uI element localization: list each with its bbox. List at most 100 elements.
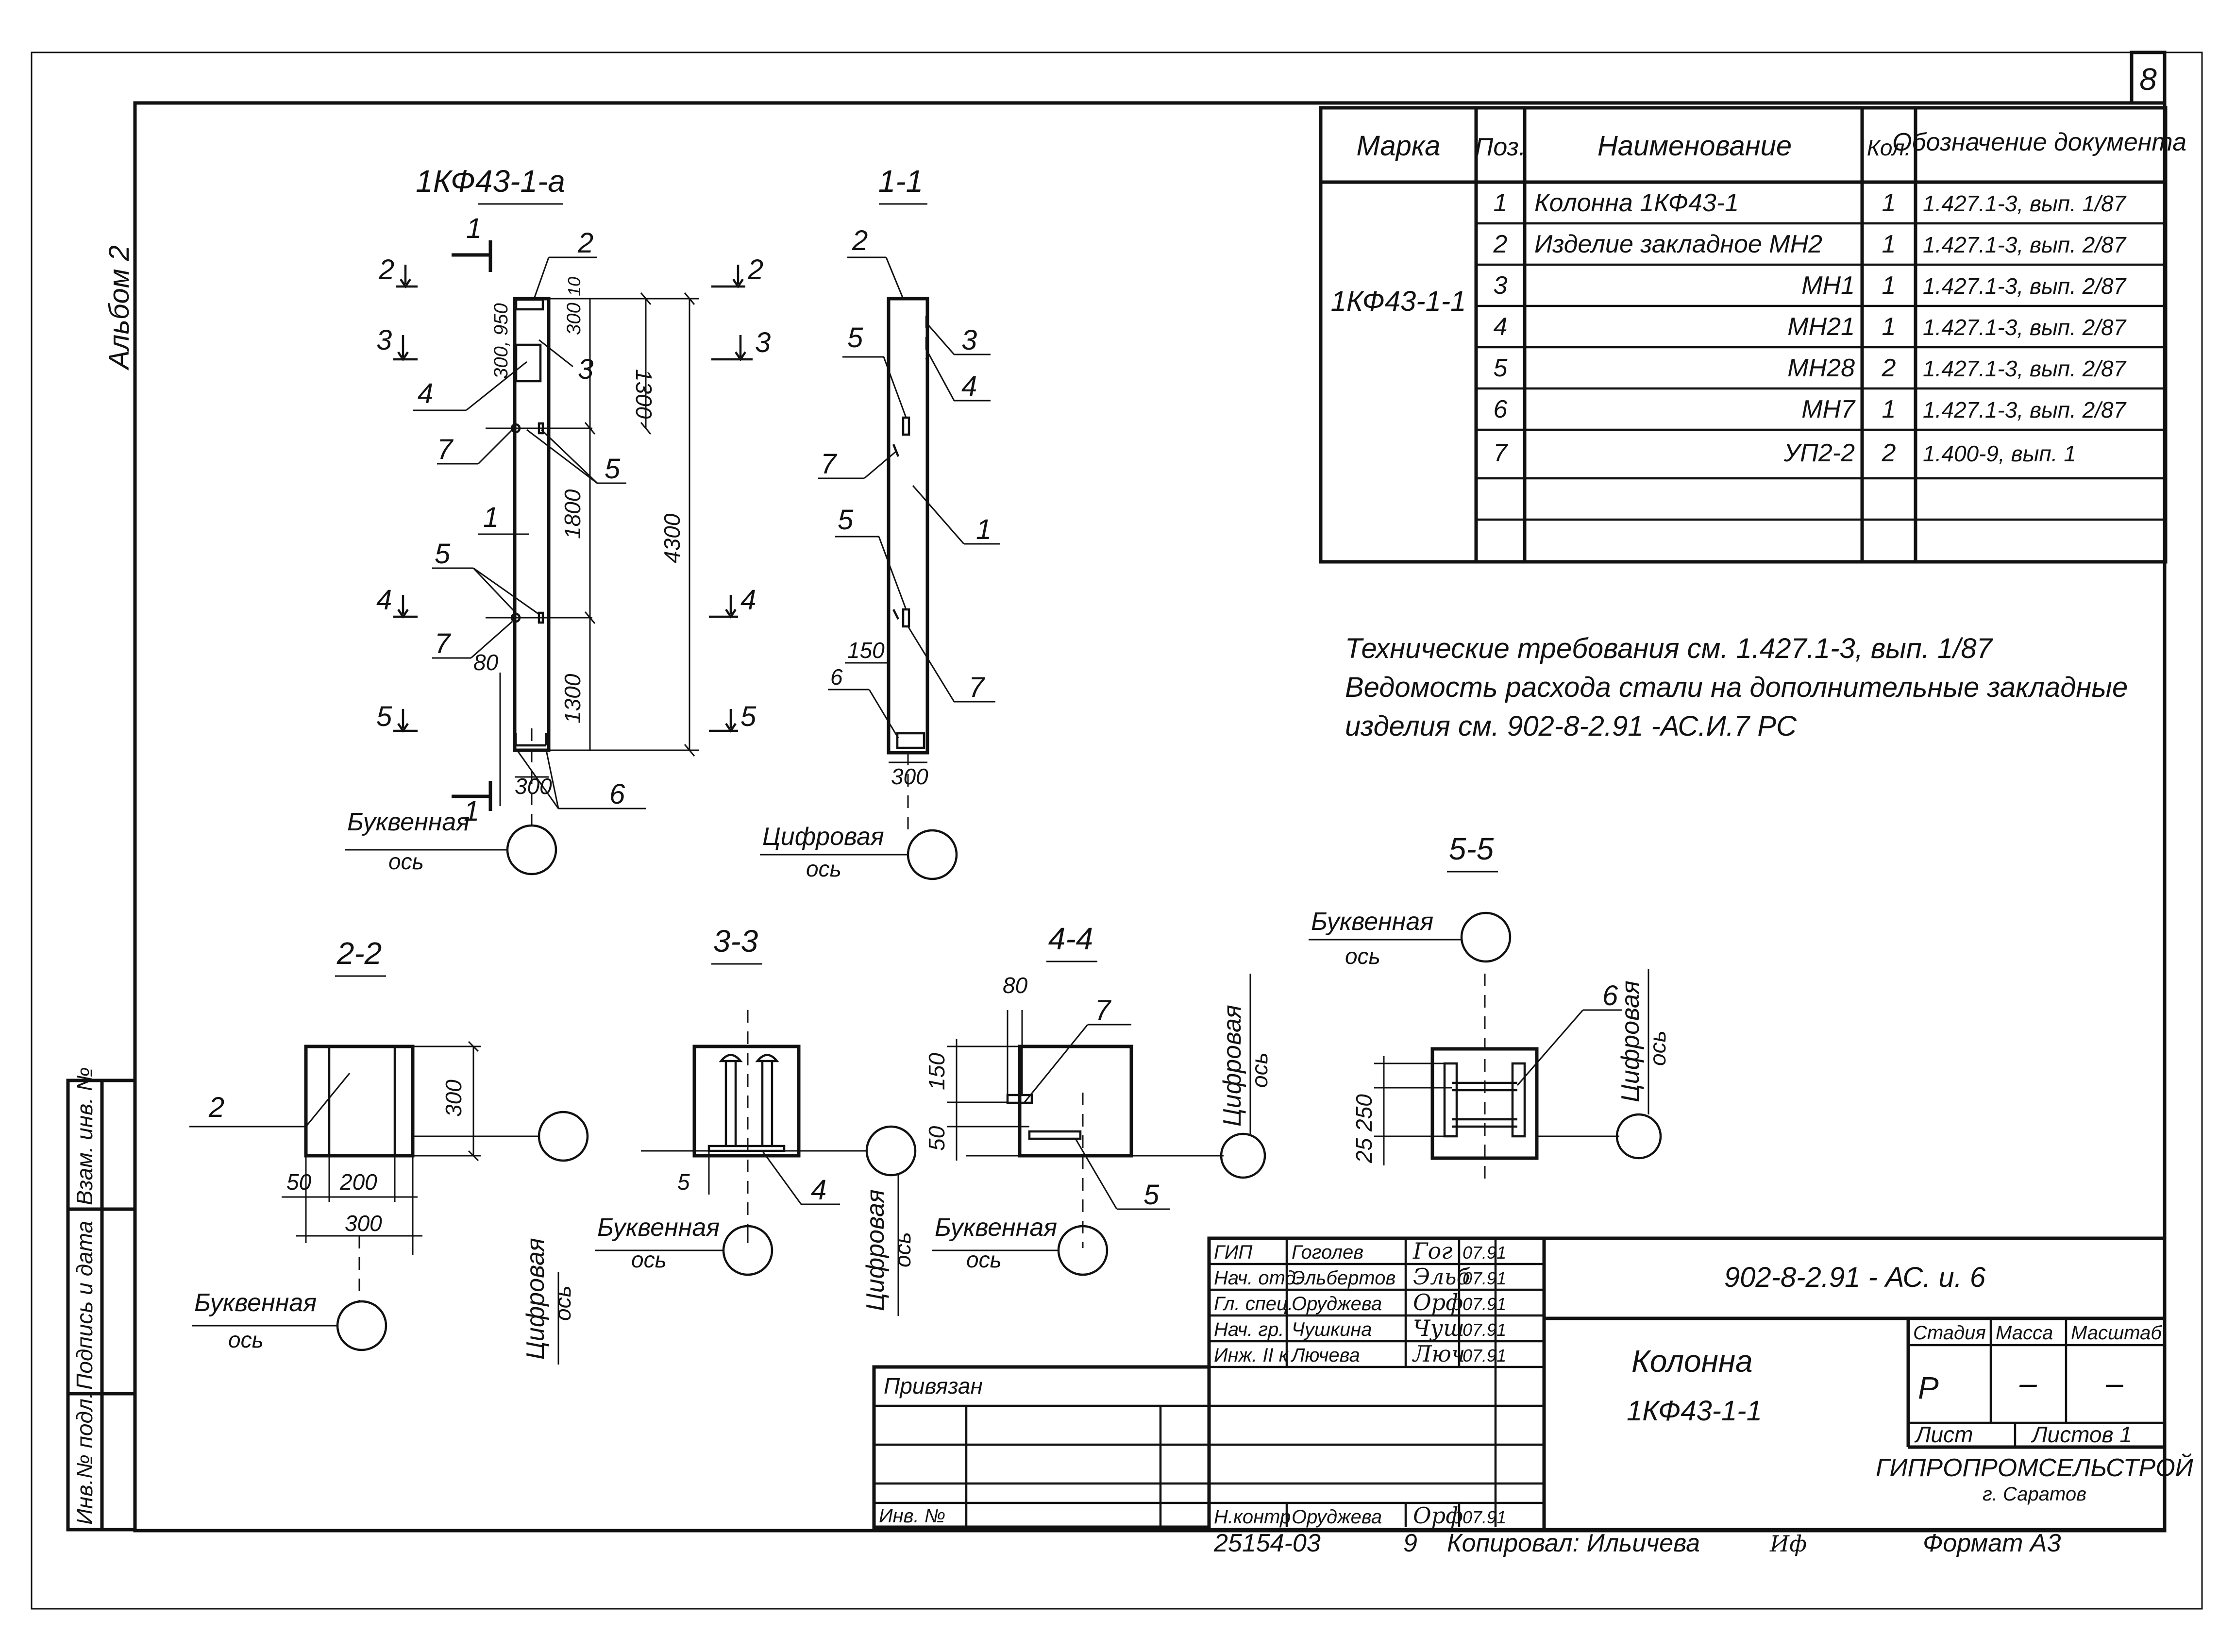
svg-text:1КФ43-1-1: 1КФ43-1-1	[1627, 1395, 1762, 1427]
footer: 25154-03 9 Копировал: Ильичева Иф Формат…	[1213, 1529, 2061, 1557]
svg-text:4: 4	[811, 1174, 826, 1206]
svg-text:2: 2	[577, 227, 593, 259]
svg-text:300: 300	[891, 764, 928, 789]
svg-text:4: 4	[376, 584, 392, 616]
svg-text:6: 6	[1494, 395, 1508, 423]
svg-text:Орф: Орф	[1413, 1289, 1463, 1315]
section-2-2: 2-2 300 2 50 200 300 Цифровая ось Буквен…	[189, 936, 589, 1365]
svg-text:ось: ось	[388, 849, 424, 874]
svg-text:Н.контр: Н.контр	[1214, 1506, 1291, 1528]
letter-axis-label: Буквенная	[347, 808, 470, 836]
svg-text:25: 25	[1351, 1138, 1377, 1163]
svg-text:1800: 1800	[560, 489, 585, 539]
svg-text:7: 7	[821, 448, 838, 480]
svg-text:2: 2	[1882, 354, 1896, 382]
svg-text:г. Саратов: г. Саратов	[1983, 1483, 2086, 1505]
svg-text:2: 2	[852, 225, 868, 256]
svg-text:Нач. гр.: Нач. гр.	[1214, 1319, 1284, 1340]
svg-text:3: 3	[961, 324, 977, 356]
spec-mark: 1КФ43-1-1	[1331, 286, 1466, 317]
outer-frame	[31, 51, 2203, 1610]
svg-text:Гог: Гог	[1412, 1238, 1452, 1264]
svg-text:300: 300	[563, 303, 585, 335]
svg-text:1.427.1-3, вып. 2/87: 1.427.1-3, вып. 2/87	[1923, 397, 2127, 422]
svg-text:Цифровая: Цифровая	[1218, 1005, 1246, 1127]
svg-text:300: 300	[441, 1079, 466, 1117]
svg-text:80: 80	[473, 650, 499, 675]
col-qty: Кол.	[1867, 135, 1911, 160]
svg-text:Нач. отд.: Нач. отд.	[1214, 1267, 1301, 1289]
org-name: ГИПРОПРОМСЕЛЬСТРОЙ	[1876, 1453, 2194, 1482]
svg-text:4: 4	[1494, 313, 1508, 341]
svg-text:4-4: 4-4	[1048, 921, 1093, 956]
svg-text:Буквенная: Буквенная	[194, 1289, 317, 1317]
svg-text:5: 5	[376, 701, 392, 732]
svg-text:МН1: МН1	[1801, 271, 1855, 300]
svg-text:300: 300	[345, 1211, 382, 1236]
svg-text:ось: ось	[1345, 944, 1380, 969]
svg-text:1.427.1-3, вып. 2/87: 1.427.1-3, вып. 2/87	[1923, 273, 2127, 299]
svg-text:10: 10	[564, 277, 584, 296]
svg-text:5: 5	[605, 453, 621, 485]
svg-text:1300: 1300	[631, 369, 656, 419]
svg-text:25154-03: 25154-03	[1213, 1529, 1321, 1557]
svg-text:07.91: 07.91	[1463, 1294, 1506, 1314]
svg-text:7: 7	[1095, 995, 1112, 1026]
svg-text:3: 3	[376, 324, 392, 356]
svg-text:Масса: Масса	[1996, 1322, 2053, 1344]
svg-text:1: 1	[1882, 271, 1896, 300]
svg-text:Орф: Орф	[1413, 1502, 1463, 1529]
svg-text:1: 1	[976, 514, 992, 545]
svg-text:1.427.1-3, вып. 2/87: 1.427.1-3, вып. 2/87	[1923, 356, 2127, 381]
section-3-3: 3-3 5 4 Буквенная ось Цифровая ось	[595, 924, 917, 1316]
page-number: 8	[2139, 62, 2157, 97]
svg-text:1: 1	[464, 795, 479, 827]
svg-text:1: 1	[466, 213, 482, 244]
svg-text:5-5: 5-5	[1449, 831, 1494, 866]
svg-text:5: 5	[677, 1169, 690, 1195]
svg-text:150: 150	[924, 1053, 949, 1090]
svg-text:4: 4	[740, 584, 756, 616]
svg-text:3-3: 3-3	[713, 924, 758, 959]
notes: Технические требования см. 1.427.1-3, вы…	[1345, 633, 2128, 742]
svg-text:–: –	[2105, 1365, 2123, 1400]
svg-text:1-1: 1-1	[878, 164, 924, 199]
svg-text:Листов 1: Листов 1	[2031, 1422, 2132, 1447]
svg-text:–: –	[2019, 1365, 2037, 1400]
svg-text:2: 2	[378, 254, 394, 286]
svg-text:80: 80	[1003, 973, 1028, 998]
svg-text:7: 7	[969, 672, 986, 703]
svg-text:1.400-9, вып. 1: 1.400-9, вып. 1	[1923, 441, 2076, 466]
svg-text:изделия см. 902-8-2.91 -АС.И.7: изделия см. 902-8-2.91 -АС.И.7 РС	[1345, 710, 1797, 742]
spec-table: Марка Поз. Наименование Кол. Обозначение…	[1319, 106, 2186, 564]
svg-text:5: 5	[1143, 1179, 1160, 1211]
column-elevation: 1КФ43-1-а 1 1 2 3 4 5 2 3 4 5	[345, 164, 771, 876]
svg-text:ось: ось	[1645, 1030, 1670, 1066]
svg-text:2: 2	[747, 254, 763, 286]
svg-text:ГИП: ГИП	[1214, 1242, 1253, 1263]
section-4-4: 4-4 80 150 50 7 5 Буквенная ось Цифровая…	[924, 921, 1272, 1276]
stamp-replacement-inv: Взам. инв. №	[72, 1067, 97, 1205]
svg-text:Ведомость расхода стали на доп: Ведомость расхода стали на дополнительны…	[1345, 672, 2128, 703]
digit-axis-bubble	[907, 829, 958, 880]
svg-text:3: 3	[755, 327, 771, 358]
svg-text:ось: ось	[228, 1327, 264, 1352]
svg-text:Оруджева: Оруджева	[1292, 1506, 1382, 1528]
svg-text:Эльб: Эльб	[1413, 1264, 1471, 1290]
page-number-box	[2130, 51, 2167, 105]
svg-text:ось: ось	[550, 1285, 575, 1321]
svg-text:1: 1	[1494, 189, 1508, 217]
inner-frame	[133, 101, 2167, 1533]
drawing-title: Колонна	[1631, 1344, 1753, 1379]
title-block: ГИП Гоголев Гог 07.91 Нач. отд. Эльберто…	[1207, 1236, 2194, 1532]
section-1-1: 1-1 2 3 4 5 7 1 5 7 150 6	[760, 164, 1000, 881]
svg-text:250: 250	[1351, 1094, 1377, 1132]
svg-text:7: 7	[435, 628, 452, 659]
svg-text:1300: 1300	[560, 674, 585, 724]
svg-text:2: 2	[208, 1092, 224, 1123]
svg-text:1: 1	[1882, 313, 1896, 341]
svg-text:Гоголев: Гоголев	[1292, 1242, 1363, 1263]
svg-text:ось: ось	[806, 856, 841, 881]
svg-text:Эльбертов: Эльбертов	[1292, 1267, 1395, 1289]
svg-text:Стадия: Стадия	[1913, 1322, 1986, 1344]
